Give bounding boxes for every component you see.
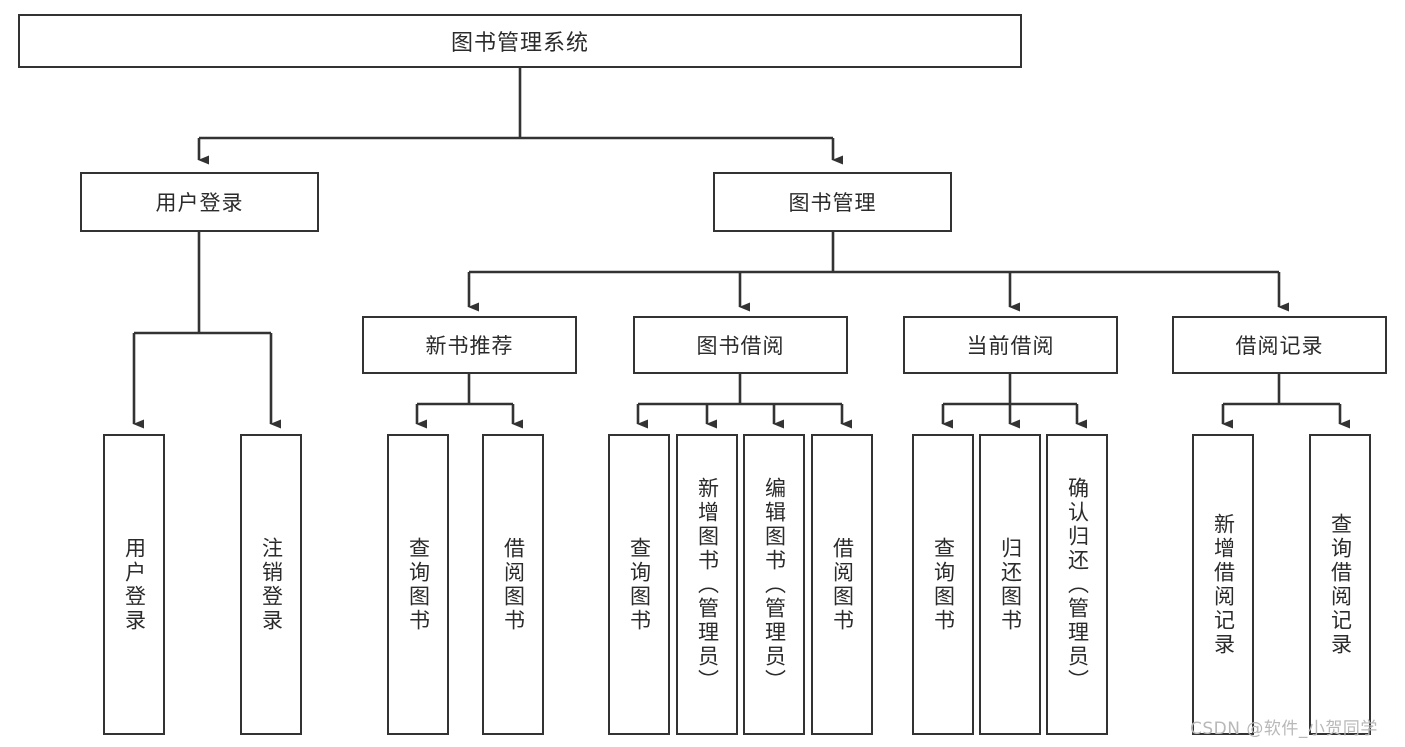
node-label: 查询借阅记录 bbox=[1328, 512, 1353, 657]
node-label: 图书管理 bbox=[788, 191, 877, 215]
leaf-borrow-query-book[interactable]: 查询图书 bbox=[608, 434, 670, 735]
leaf-user-login-login[interactable]: 用户登录 bbox=[103, 434, 165, 735]
node-label: 用户登录 bbox=[155, 191, 244, 215]
node-label: 图书借阅 bbox=[696, 334, 785, 358]
node-root-system[interactable]: 图书管理系统 bbox=[18, 14, 1022, 68]
node-user-login[interactable]: 用户登录 bbox=[80, 172, 319, 232]
node-label: 图书管理系统 bbox=[450, 31, 589, 56]
leaf-borrow-add-book[interactable]: 新增图书（管理员） bbox=[676, 434, 738, 735]
leaf-record-query[interactable]: 查询借阅记录 bbox=[1309, 434, 1371, 735]
node-label: 当前借阅 bbox=[966, 334, 1055, 358]
leaf-borrow-edit-book[interactable]: 编辑图书（管理员） bbox=[743, 434, 805, 735]
node-label: 确认归还（管理员） bbox=[1065, 476, 1090, 693]
leaf-borrow-borrow-book[interactable]: 借阅图书 bbox=[811, 434, 873, 735]
node-book-borrow[interactable]: 图书借阅 bbox=[633, 316, 848, 374]
node-book-management[interactable]: 图书管理 bbox=[713, 172, 952, 232]
watermark: CSDN @软件_小贺同学 bbox=[1190, 719, 1378, 739]
leaf-record-add[interactable]: 新增借阅记录 bbox=[1192, 434, 1254, 735]
leaf-new-book-borrow[interactable]: 借阅图书 bbox=[482, 434, 544, 735]
node-label: 归还图书 bbox=[998, 536, 1023, 633]
node-label: 查询图书 bbox=[931, 536, 956, 633]
node-label: 借阅图书 bbox=[830, 536, 855, 633]
node-label: 编辑图书（管理员） bbox=[762, 476, 787, 693]
leaf-current-confirm-return[interactable]: 确认归还（管理员） bbox=[1046, 434, 1108, 735]
node-label: 借阅图书 bbox=[501, 536, 526, 633]
node-label: 新增借阅记录 bbox=[1211, 512, 1236, 657]
leaf-current-query-book[interactable]: 查询图书 bbox=[912, 434, 974, 735]
node-label: 用户登录 bbox=[122, 536, 147, 633]
node-current-borrow[interactable]: 当前借阅 bbox=[903, 316, 1118, 374]
leaf-new-book-query[interactable]: 查询图书 bbox=[387, 434, 449, 735]
leaf-user-login-logout[interactable]: 注销登录 bbox=[240, 434, 302, 735]
node-new-book-recommend[interactable]: 新书推荐 bbox=[362, 316, 577, 374]
node-borrow-record[interactable]: 借阅记录 bbox=[1172, 316, 1387, 374]
node-label: 注销登录 bbox=[259, 536, 284, 633]
node-label: 借阅记录 bbox=[1235, 334, 1324, 358]
node-label: 新书推荐 bbox=[425, 334, 514, 358]
leaf-current-return-book[interactable]: 归还图书 bbox=[979, 434, 1041, 735]
node-label: 新增图书（管理员） bbox=[695, 476, 720, 693]
node-label: 查询图书 bbox=[627, 536, 652, 633]
node-label: 查询图书 bbox=[406, 536, 431, 633]
